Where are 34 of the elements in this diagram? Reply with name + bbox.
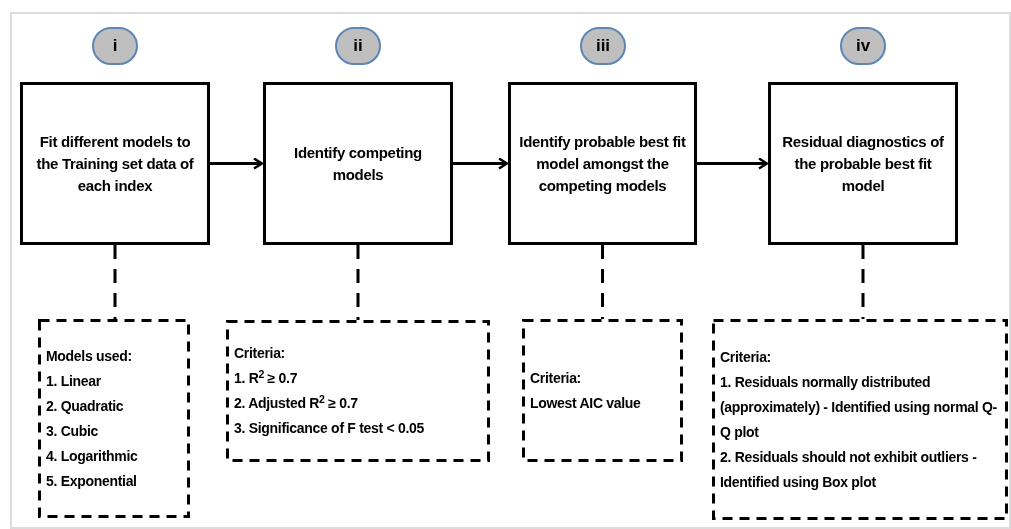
dashed-connector	[601, 245, 604, 319]
dashed-connector	[113, 245, 117, 319]
arrow	[697, 157, 769, 170]
dashed-connector	[861, 245, 865, 319]
criteria-box	[522, 319, 683, 462]
criteria-box	[226, 320, 490, 462]
process-box	[20, 82, 210, 245]
process-box	[768, 82, 958, 245]
criteria-item: 2. Adjusted R$^{2}$ ≥ 0.7	[234, 391, 359, 413]
criteria-item: 1. Linear	[46, 371, 102, 391]
criteria-item: 4. Logarithmic	[46, 446, 139, 466]
dashed-connector	[356, 245, 360, 320]
arrow	[453, 157, 509, 170]
criteria-heading: Criteria:	[720, 347, 772, 367]
process-text: Fit different models to the Training set data of each index	[35, 131, 195, 196]
process-box	[263, 82, 453, 245]
process-box	[508, 82, 697, 245]
criteria-item: 1. R$^{2}$ ≥ 0.7	[234, 366, 299, 388]
process-text: Residual diagnostics of the probable best fit model	[781, 131, 945, 196]
criteria-item: 1. Residuals normally distributed (approximately) - Identified using normal Q-Q plot	[720, 372, 998, 442]
criteria-heading: Criteria:	[234, 344, 286, 363]
criteria-item: 2. Quadratic	[46, 396, 125, 416]
criteria-item: 3. Significance of F test < 0.05	[234, 419, 425, 438]
criteria-heading: Models used:	[46, 346, 133, 366]
criteria-item: 2. Residuals should not exhibit outliers - Identified using Box plot	[720, 447, 978, 492]
criteria-heading: Criteria:	[530, 368, 582, 388]
criteria-item: 5. Exponential	[46, 471, 138, 491]
process-text: Identify probable best fit model amongst the competing models	[519, 131, 686, 196]
criteria-box	[712, 319, 1008, 520]
criteria-item: 3. Cubic	[46, 421, 100, 441]
criteria-box	[38, 319, 190, 518]
arrow	[210, 157, 264, 170]
process-text: Identify competing models	[293, 142, 423, 185]
criteria-item: Lowest AIC value	[530, 393, 642, 413]
